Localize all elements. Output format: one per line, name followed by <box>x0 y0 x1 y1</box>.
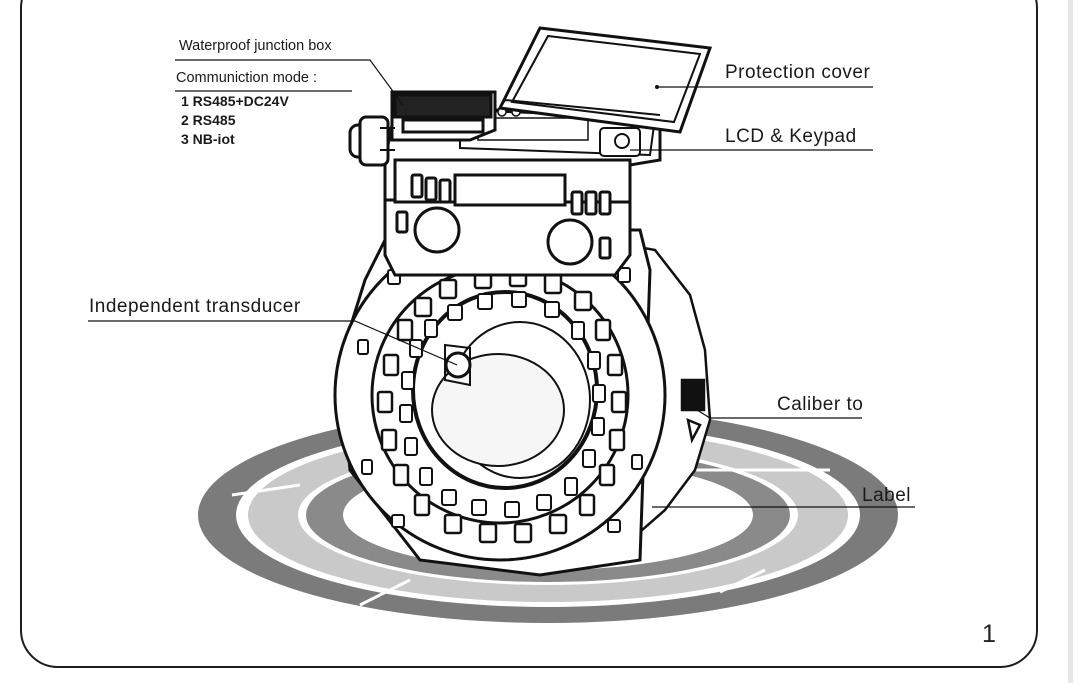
comm-mode-label: Communiction mode : <box>176 70 318 86</box>
page-number: 1 <box>982 620 996 648</box>
comm-option-1: 1 RS485+DC24V <box>181 93 289 109</box>
page-edge <box>1068 0 1073 683</box>
electronics-head <box>348 90 662 216</box>
caliber-label: Caliber to <box>777 394 864 415</box>
lcd-keypad-label: LCD & Keypad <box>725 126 857 147</box>
comm-option-3: 3 NB-iot <box>181 131 235 147</box>
cover-pointer-dot <box>655 85 659 89</box>
label-label: Label <box>862 485 911 506</box>
leader-lines <box>88 59 915 508</box>
transducer-label: Independent transducer <box>89 296 301 317</box>
protection-cover-label: Protection cover <box>725 62 871 83</box>
comm-option-2: 2 RS485 <box>181 112 236 128</box>
meter-body <box>333 228 667 577</box>
junction-box-label: Waterproof junction box <box>179 38 332 54</box>
page-frame <box>20 0 1038 668</box>
protection-cover <box>497 26 713 134</box>
